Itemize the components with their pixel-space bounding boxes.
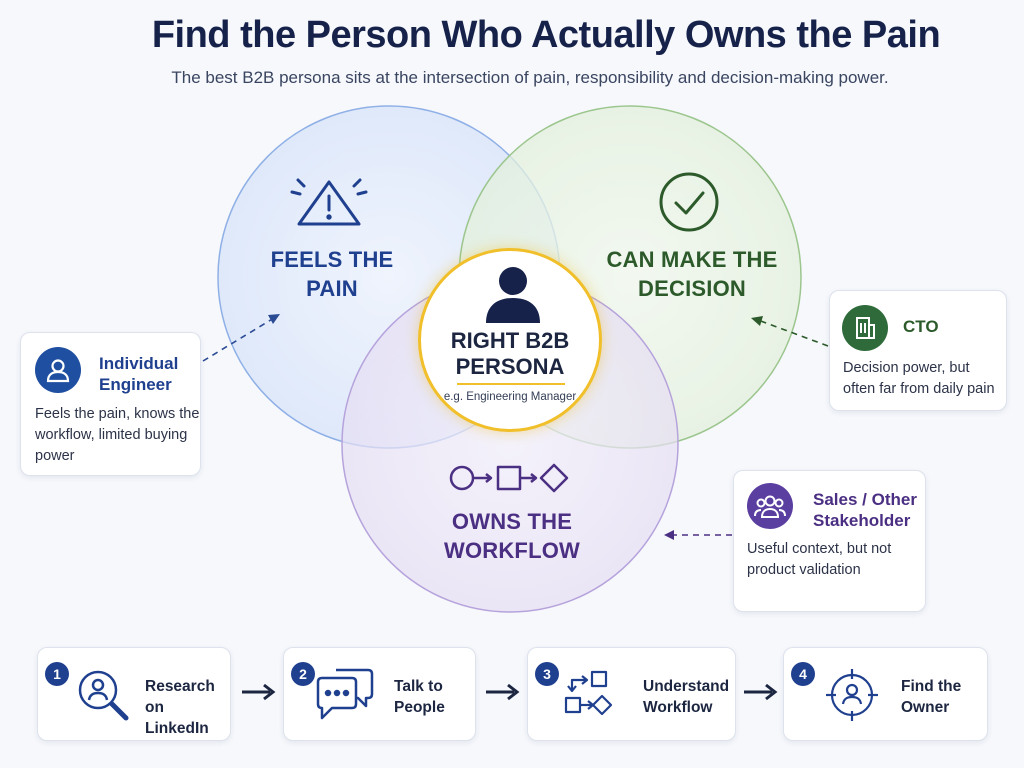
user-icon [35, 347, 81, 393]
core-divider [457, 383, 565, 385]
card-text: Useful context, but not product validati… [747, 541, 892, 578]
step-find-the-owner: 4 Find the Owner [783, 647, 988, 741]
right-persona-core: RIGHT B2B PERSONA e.g. Engineering Manag… [418, 248, 602, 432]
card-individual-engineer: Individual Engineer Feels the pain, know… [20, 332, 201, 476]
pointer-arrow-cto [757, 319, 829, 347]
arrow-right-icon [486, 683, 520, 701]
page-title: Find the Person Who Actually Owns the Pa… [151, 14, 941, 56]
step-label: Talk to People [394, 678, 445, 716]
core-title: RIGHT B2B PERSONA [450, 328, 570, 379]
step-label: Understand Workflow [643, 678, 730, 716]
building-icon [842, 305, 888, 351]
pointer-arrowhead-sales [664, 530, 674, 540]
step-number: 2 [291, 662, 315, 686]
person-icon [486, 267, 540, 323]
pointer-arrowhead-cto [751, 316, 763, 326]
search-user-icon [78, 670, 129, 721]
step-research-linkedin: 1 Research on LinkedIn [37, 647, 231, 741]
label-feels-the-pain: FEELS THE PAIN [270, 247, 394, 301]
step-number: 4 [791, 662, 815, 686]
flow-icon [564, 670, 613, 716]
card-sales-stakeholder: Sales / Other Stakeholder Useful context… [733, 470, 926, 612]
step-number: 3 [535, 662, 559, 686]
card-text: Feels the pain, knows the workflow, limi… [35, 406, 200, 464]
step-understand-workflow: 3 Understand Workflow [527, 647, 736, 741]
card-text: Decision power, but often far from daily… [843, 360, 995, 397]
card-title: Individual Engineer [99, 354, 179, 394]
step-label: Find the Owner [901, 678, 962, 716]
core-example: e.g. Engineering Manager [443, 391, 577, 403]
group-icon [747, 483, 793, 529]
step-label: Research on LinkedIn [145, 678, 215, 737]
chat-icon [316, 668, 374, 720]
warning-icon [290, 178, 368, 226]
target-icon [826, 669, 878, 721]
step-talk-to-people: 2 Talk to People [283, 647, 476, 741]
workflow-icon [449, 463, 569, 493]
arrow-right-icon [744, 683, 778, 701]
card-title: CTO [903, 317, 939, 336]
card-cto: CTO Decision power, but often far from d… [829, 290, 1007, 411]
pointer-arrow-engineer [202, 317, 275, 362]
page-subtitle: The best B2B persona sits at the interse… [171, 68, 889, 87]
label-owns-workflow: OWNS THE WORKFLOW [443, 509, 580, 563]
arrow-right-icon [242, 683, 276, 701]
step-number: 1 [45, 662, 69, 686]
card-title: Sales / Other Stakeholder [813, 490, 917, 530]
check-circle-icon [659, 172, 719, 232]
label-can-make-decision: CAN MAKE THE DECISION [606, 247, 778, 301]
pointer-arrowhead-engineer [268, 314, 280, 324]
